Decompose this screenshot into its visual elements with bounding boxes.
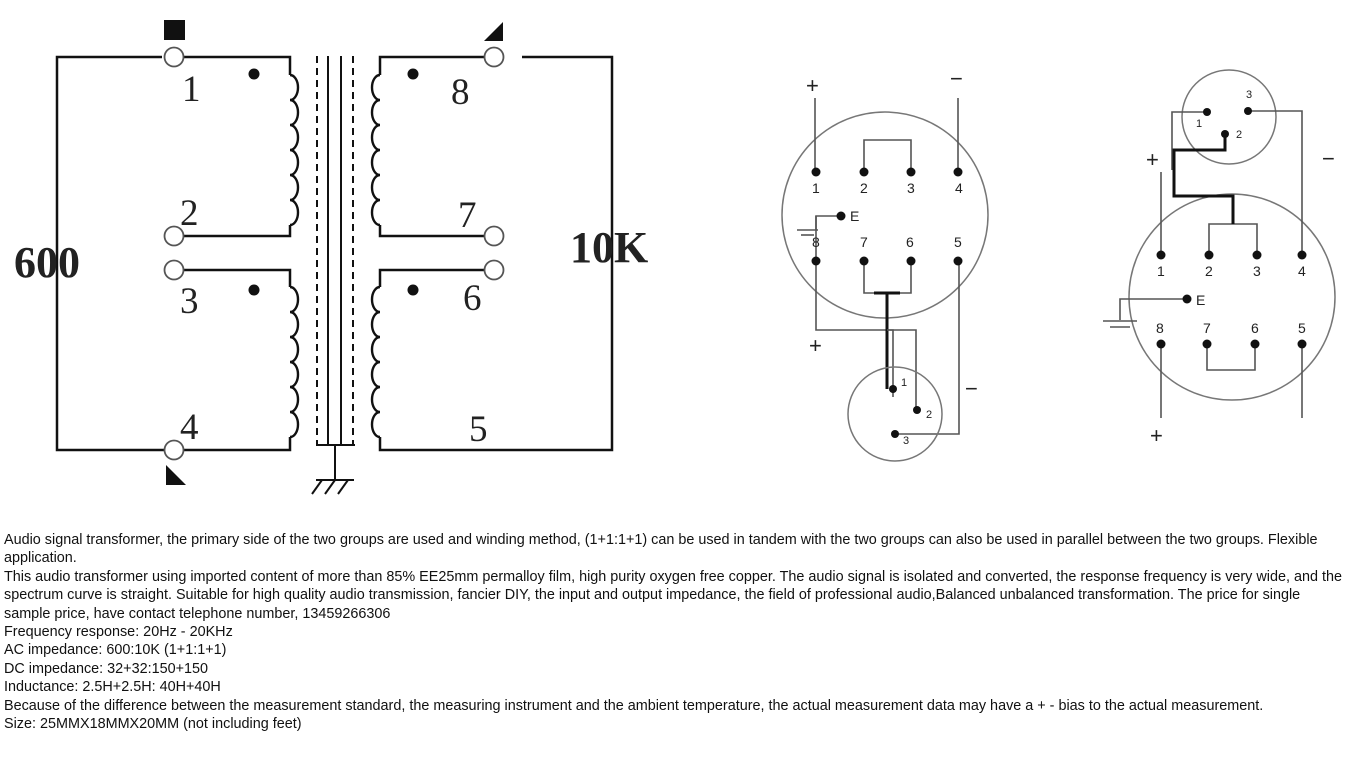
spec-ac-impedance: AC impedance: 600:10K (1+1:1+1) bbox=[4, 642, 227, 659]
plus-sign: + bbox=[809, 333, 822, 358]
socket-pin-label: 3 bbox=[907, 180, 915, 196]
socket-pin-label: 2 bbox=[860, 180, 868, 196]
minus-sign: − bbox=[965, 376, 978, 401]
triangle-marker-bottom bbox=[166, 465, 186, 485]
socket-pin-label: 6 bbox=[1251, 320, 1259, 336]
transformer-schematic: 1 2 3 4 5 6 7 8 600 10K bbox=[14, 20, 648, 495]
socket-pin-label: 1 bbox=[1157, 263, 1165, 279]
plus-sign: + bbox=[806, 73, 819, 98]
diagram-canvas: 1 2 3 4 5 6 7 8 600 10K bbox=[14, 20, 1336, 495]
socket-pin-label: 7 bbox=[1203, 320, 1211, 336]
xlr-connector-outline bbox=[847, 366, 943, 462]
pin-number: 7 bbox=[458, 195, 477, 236]
socket-pin-label: 4 bbox=[1298, 263, 1306, 279]
socket-pin-label: 3 bbox=[1253, 263, 1261, 279]
secondary-coil-lower bbox=[370, 285, 382, 439]
spec-size: Size: 25MMX18MMX20MM (not including feet… bbox=[4, 716, 302, 733]
pin-number: 6 bbox=[463, 278, 482, 319]
transformer-core bbox=[311, 56, 355, 495]
octal-socket-outline bbox=[781, 111, 989, 319]
xlr-connector-outline bbox=[1181, 69, 1277, 165]
pin-number: 5 bbox=[469, 409, 488, 450]
spec-inductance: Inductance: 2.5H+2.5H: 40H+40H bbox=[4, 679, 221, 696]
socket-pin-label: 2 bbox=[1205, 263, 1213, 279]
socket-pin-label: 5 bbox=[954, 234, 962, 250]
socket-pin-label: 8 bbox=[1156, 320, 1164, 336]
spec-frequency-response: Frequency response: 20Hz - 20KHz bbox=[4, 624, 233, 641]
measurement-note: Because of the difference between the me… bbox=[4, 697, 1264, 714]
secondary-coil-upper bbox=[370, 73, 382, 227]
socket-pin-label: 4 bbox=[955, 180, 963, 196]
product-description: Audio signal transformer, the primary si… bbox=[4, 531, 1349, 733]
earth-label: E bbox=[850, 208, 859, 224]
socket-pin-label: 1 bbox=[812, 180, 820, 196]
pin-number: 1 bbox=[182, 69, 201, 110]
primary-loop-wires bbox=[55, 55, 292, 452]
terminals bbox=[163, 46, 505, 461]
plus-sign: + bbox=[1150, 423, 1163, 448]
pin-number: 4 bbox=[180, 407, 199, 448]
xlr-pin-label: 3 bbox=[1246, 89, 1252, 101]
secondary-impedance-label: 10K bbox=[570, 223, 648, 272]
square-marker bbox=[164, 20, 185, 40]
diagram-area: 1 2 3 4 5 6 7 8 600 10K bbox=[14, 20, 1336, 495]
secondary-loop-wires bbox=[378, 55, 614, 452]
pin-number: 3 bbox=[180, 281, 199, 322]
earth-label: E bbox=[1196, 292, 1205, 308]
octal-socket-outline bbox=[1128, 193, 1336, 401]
socket-pin-label: 5 bbox=[1298, 320, 1306, 336]
xlr-pin-label: 1 bbox=[901, 377, 907, 389]
terminal-1 bbox=[163, 46, 185, 68]
xlr-pin-label: 3 bbox=[903, 435, 909, 447]
terminal-markers bbox=[164, 20, 503, 485]
primary-coil-upper bbox=[288, 73, 300, 227]
xlr-pin-label: 1 bbox=[1196, 118, 1202, 130]
description-materials: This audio transformer using imported co… bbox=[4, 568, 1342, 622]
terminal-7 bbox=[483, 225, 505, 247]
pin-number: 2 bbox=[180, 193, 199, 234]
description-intro: Audio signal transformer, the primary si… bbox=[4, 532, 1318, 567]
terminal-6 bbox=[483, 259, 505, 281]
socket-pin-label: 7 bbox=[860, 234, 868, 250]
polarity-dots bbox=[248, 68, 419, 296]
pin-number: 8 bbox=[451, 72, 470, 113]
terminal-2 bbox=[163, 225, 185, 247]
minus-sign: − bbox=[950, 66, 963, 91]
socket-diagram-right: 1 2 3 1 2 3 4 5 6 7 8 E + − + bbox=[1103, 69, 1336, 448]
plus-sign: + bbox=[1146, 147, 1159, 172]
socket-pin-label: 8 bbox=[812, 234, 820, 250]
spec-dc-impedance: DC impedance: 32+32:150+150 bbox=[4, 660, 209, 677]
minus-sign: − bbox=[1322, 146, 1335, 171]
socket-diagram-left: 1 2 3 4 5 6 7 8 E + − + − 1 2 3 bbox=[781, 66, 989, 462]
xlr-pin-label: 2 bbox=[926, 409, 932, 421]
terminal-4 bbox=[163, 439, 185, 461]
terminal-8 bbox=[483, 46, 505, 68]
xlr-pin-label: 2 bbox=[1236, 129, 1242, 141]
triangle-marker-top bbox=[484, 22, 503, 41]
primary-coil-lower bbox=[288, 285, 300, 439]
terminal-3 bbox=[163, 259, 185, 281]
primary-impedance-label: 600 bbox=[14, 238, 80, 287]
socket-pin-label: 6 bbox=[906, 234, 914, 250]
